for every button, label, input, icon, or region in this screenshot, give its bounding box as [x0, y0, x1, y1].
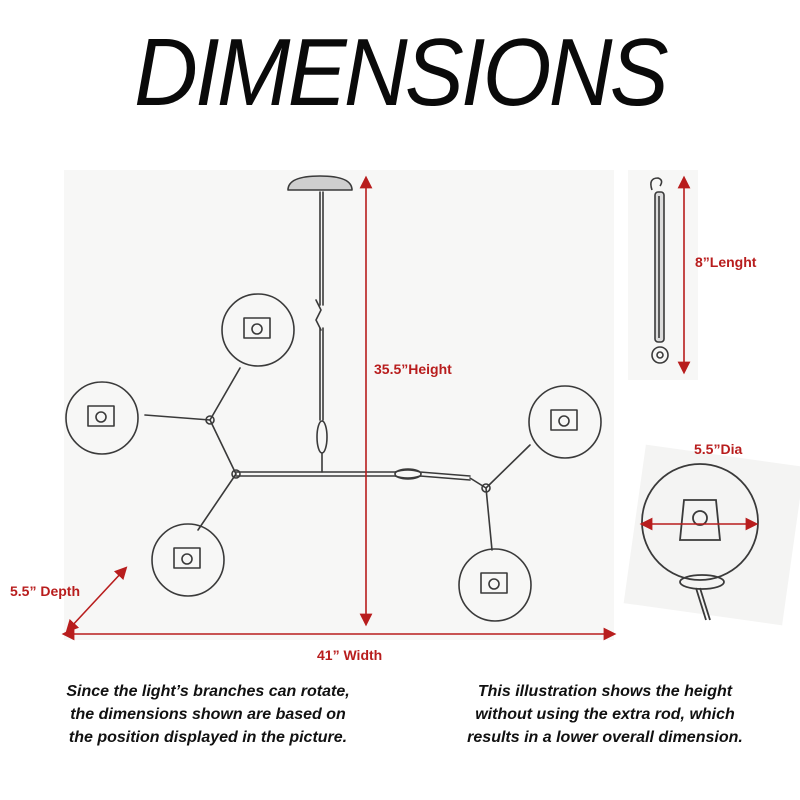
rotation-note: Since the light’s branches can rotate, t… [66, 683, 350, 746]
rod-joint [315, 299, 322, 331]
height-rod-note: This illustration shows the height witho… [467, 683, 743, 746]
rod-coupler [316, 420, 328, 454]
chandelier-sketch [65, 175, 602, 622]
depth-label: 5.5” Depth [10, 583, 81, 599]
globe-far-left [65, 381, 139, 455]
dimension-lines [61, 175, 759, 641]
ceiling-canopy [287, 175, 353, 191]
extension-rod-sketch [650, 177, 669, 364]
width-label: 41” Width [317, 647, 383, 663]
page-title: DIMENSIONS [134, 19, 669, 126]
globe-diameter-label: 5.5”Dia [694, 441, 743, 457]
globe-bottom-right [458, 548, 532, 622]
depth-dimension-line [65, 566, 128, 633]
main-arm [235, 469, 471, 477]
height-label: 35.5”Height [374, 361, 452, 377]
globe-right [528, 385, 602, 459]
globe-top-left [221, 293, 295, 367]
globe-detail-sketch [641, 463, 759, 621]
globe-bottom-left [151, 523, 225, 597]
rod-length-label: 8”Lenght [695, 254, 757, 270]
